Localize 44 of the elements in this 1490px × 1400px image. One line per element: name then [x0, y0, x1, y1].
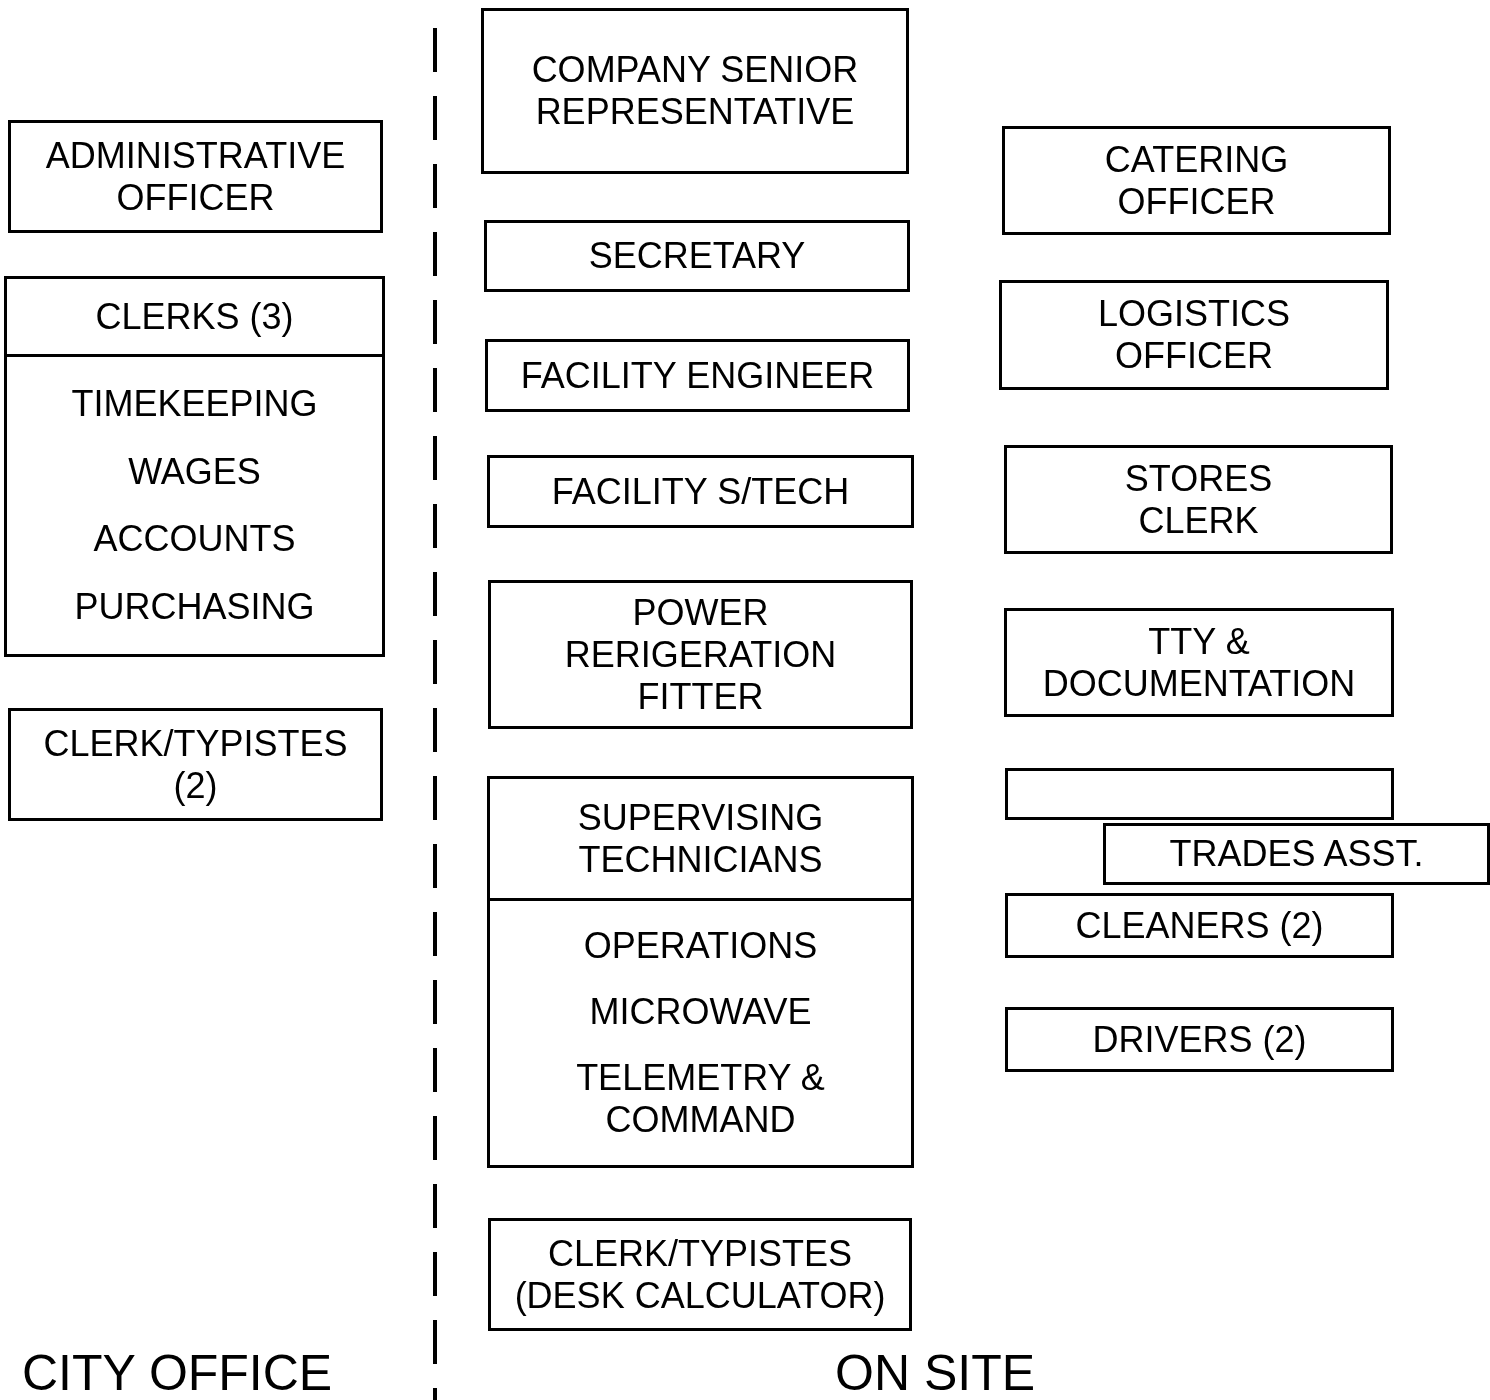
role-title: CLEANERS (2): [1075, 904, 1324, 947]
group-box: [487, 776, 914, 1168]
role-box: [1103, 823, 1490, 885]
empty-box: [1005, 768, 1394, 820]
role-title: CLERK/TYPISTES (2): [42, 722, 349, 807]
duty-item: PURCHASING: [74, 586, 315, 629]
role-title: FACILITY S/TECH: [551, 470, 850, 513]
section-label: ON SITE: [835, 1345, 1036, 1400]
group-heading: SUPERVISING TECHNICIANS: [576, 796, 825, 881]
group-box: [4, 276, 385, 657]
duty-item: MICROWAVE: [589, 991, 812, 1033]
section-label: CITY OFFICE: [22, 1345, 333, 1400]
role-box: [488, 580, 913, 729]
duty-item: TELEMETRY & COMMAND: [575, 1057, 826, 1141]
role-box: [1005, 893, 1394, 958]
role-box: [8, 708, 383, 821]
role-title: DRIVERS (2): [1092, 1018, 1307, 1061]
role-box: [487, 455, 914, 528]
role-box: [8, 120, 383, 233]
role-box: [481, 8, 909, 174]
role-box: [1004, 445, 1393, 554]
duty-item: OPERATIONS: [583, 925, 818, 967]
group-heading: CLERKS (3): [95, 295, 294, 338]
role-title: SECRETARY: [588, 235, 806, 277]
role-title: POWER RERIGERATION FITTER: [563, 591, 838, 718]
role-title: LOGISTICS OFFICER: [1096, 293, 1291, 377]
role-box: [1002, 126, 1391, 235]
duty-item: TIMEKEEPING: [71, 382, 318, 425]
role-box: [485, 339, 910, 412]
role-title: TTY & DOCUMENTATION: [1041, 620, 1357, 705]
role-box: [1005, 1007, 1394, 1072]
role-title: TRADES ASST.: [1169, 833, 1424, 875]
duty-item: WAGES: [128, 450, 261, 493]
role-box: [1004, 608, 1394, 717]
role-title: ADMINISTRATIVE OFFICER: [44, 134, 347, 219]
role-title: STORES CLERK: [1123, 457, 1274, 542]
role-box: [488, 1218, 912, 1331]
role-title: FACILITY ENGINEER: [520, 354, 875, 397]
role-title: CATERING OFFICER: [1103, 138, 1290, 223]
role-title: CLERK/TYPISTES (DESK CALCULATOR): [513, 1232, 887, 1317]
role-title: COMPANY SENIOR REPRESENTATIVE: [530, 49, 860, 133]
role-box: [999, 280, 1389, 390]
duty-item: ACCOUNTS: [93, 518, 296, 561]
role-box: [484, 220, 910, 292]
